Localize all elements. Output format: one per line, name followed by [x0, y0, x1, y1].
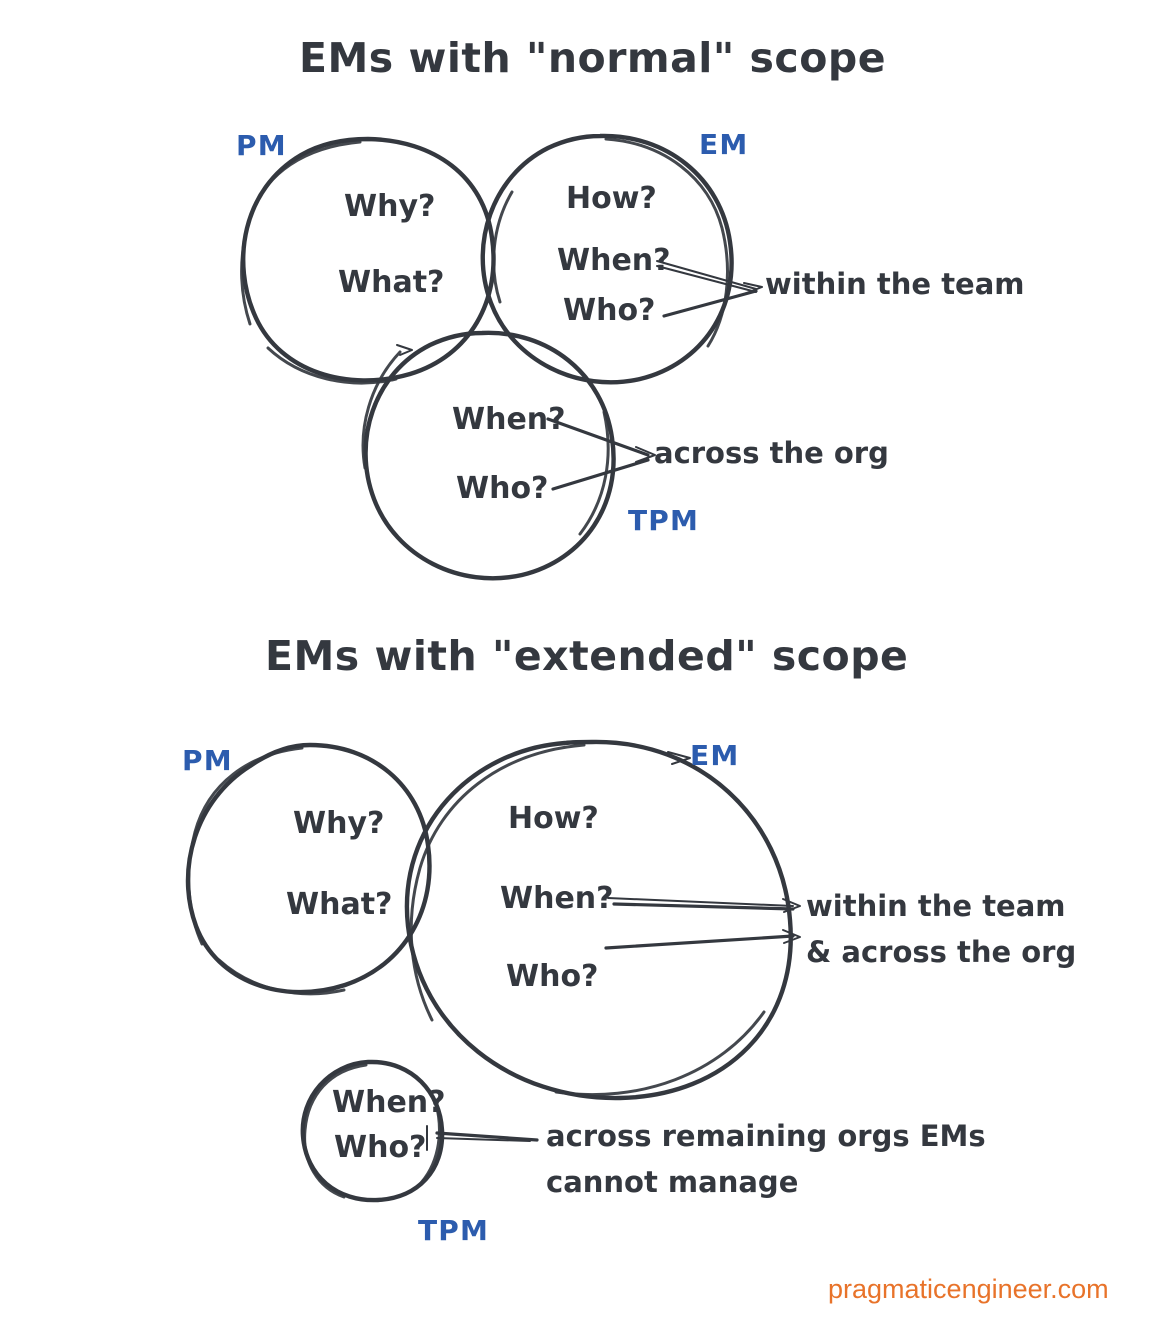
leader-em-within-and-across: [604, 897, 801, 950]
em-item-how-normal: How?: [566, 181, 657, 216]
annotation-within-the-team-normal: within the team: [765, 267, 1025, 301]
leader-tpm-across-org: [546, 417, 656, 491]
watermark: pragmaticengineer.com: [828, 1274, 1109, 1304]
leader-tpm-remaining-orgs: [426, 1125, 539, 1151]
tpm-circle-normal: [361, 330, 616, 581]
pm-item-why-extended: Why?: [293, 806, 384, 841]
annotation-across-the-org-normal: across the org: [654, 436, 889, 470]
annotation-remaining-orgs-line2: cannot manage: [546, 1165, 798, 1199]
annotation-within-the-team-extended: within the team: [806, 889, 1066, 923]
pm-item-what-extended: What?: [286, 887, 392, 922]
em-item-when-normal: When?: [557, 243, 671, 278]
role-label-tpm-normal: TPM: [628, 504, 699, 537]
em-circle-extended: [404, 739, 793, 1101]
leader-em-within-team: [656, 260, 763, 318]
em-item-who-normal: Who?: [563, 293, 655, 328]
em-item-how-extended: How?: [508, 801, 599, 836]
pm-item-what-normal: What?: [338, 265, 444, 300]
tpm-circle-extended: [300, 1059, 445, 1203]
role-label-em-extended: EM: [690, 739, 739, 772]
annotation-across-the-org-extended: & across the org: [806, 935, 1076, 969]
role-label-pm-extended: PM: [182, 744, 233, 777]
tpm-item-who-normal: Who?: [456, 471, 548, 506]
role-label-tpm-extended: TPM: [418, 1214, 489, 1247]
em-item-who-extended: Who?: [506, 959, 598, 994]
diagram-extended-scope: EMs with "extended" scope PM EM TPM Why?: [182, 632, 1076, 1247]
em-item-when-extended: When?: [500, 881, 614, 916]
role-label-em-normal: EM: [699, 128, 748, 161]
tpm-item-when-extended: When?: [332, 1085, 446, 1120]
diagram-1-title: EMs with "normal" scope: [299, 34, 886, 82]
pm-circle-extended: [185, 742, 432, 996]
diagram-2-title: EMs with "extended" scope: [265, 632, 908, 680]
pm-circle-normal: [240, 136, 496, 385]
diagram-normal-scope: EMs with "normal" scope PM EM TPM W: [236, 34, 1025, 581]
annotation-remaining-orgs-line1: across remaining orgs EMs: [546, 1119, 986, 1153]
tpm-item-who-extended: Who?: [334, 1130, 426, 1165]
pm-item-why-normal: Why?: [344, 189, 435, 224]
role-label-pm-normal: PM: [236, 129, 287, 162]
